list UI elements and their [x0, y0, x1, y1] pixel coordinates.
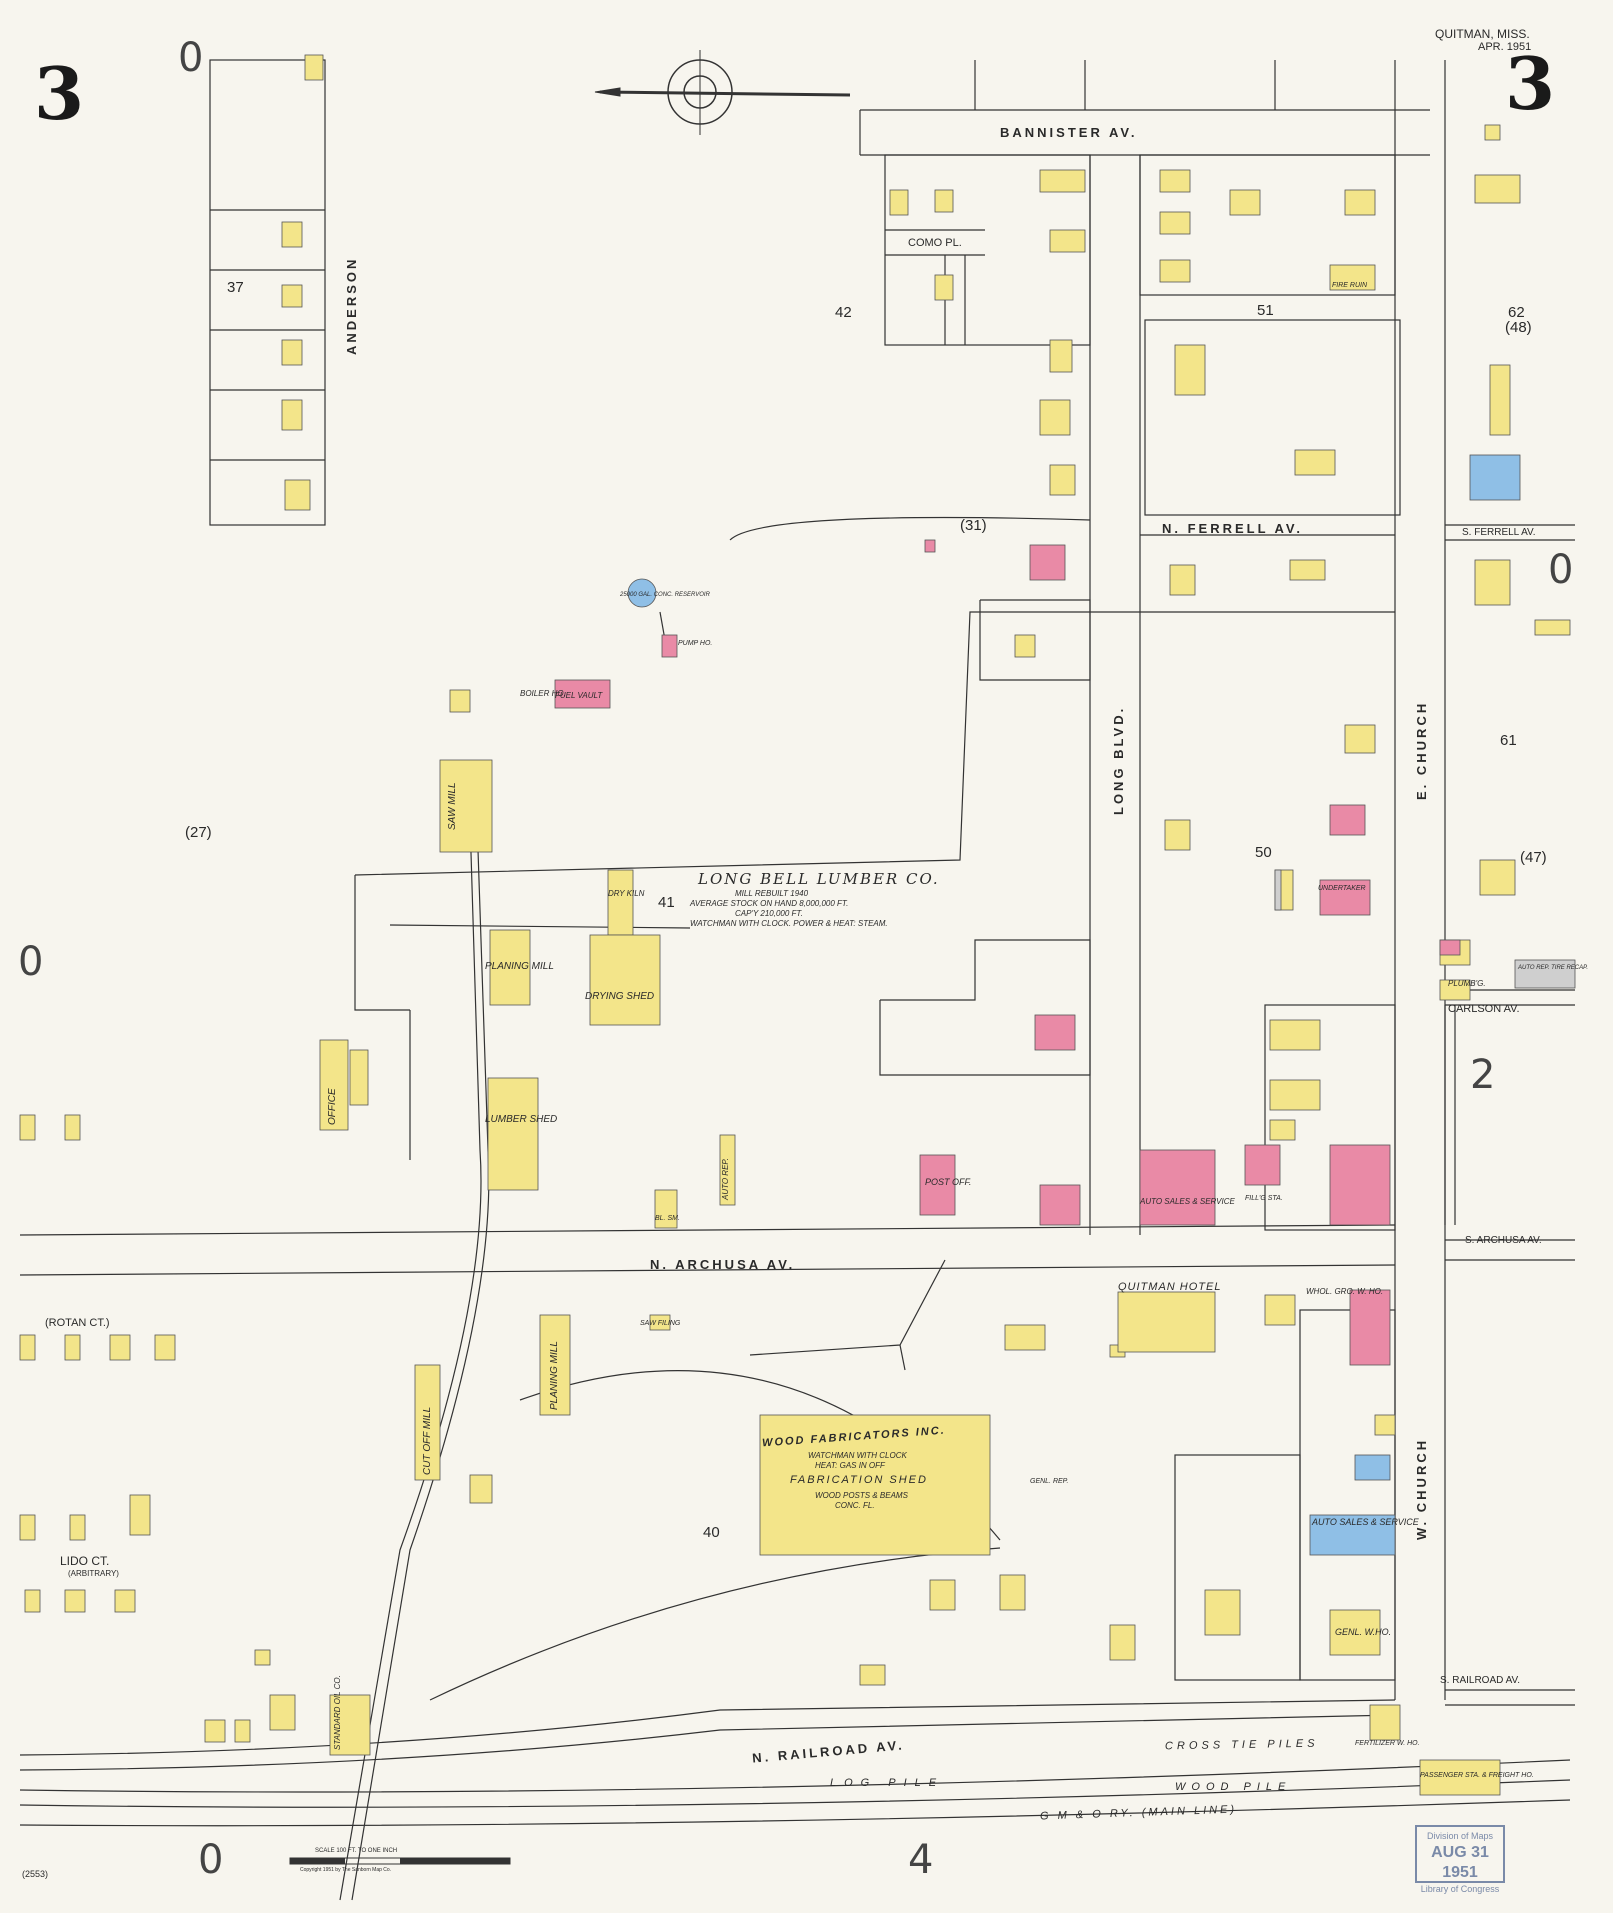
adjacent-sheet-right: 2 — [1470, 1052, 1496, 1098]
wood-fab-line: WATCHMAN WITH CLOCK — [808, 1451, 907, 1460]
block-number: (27) — [185, 824, 212, 841]
building-saw-mill: SAW MILL — [447, 782, 458, 830]
adjacent-sheet-right-top: 0 — [1548, 547, 1574, 593]
block-number: 42 — [835, 304, 852, 321]
building-planing-mill-2: PLANING MILL — [549, 1341, 560, 1410]
adjacent-sheet-top: 0 — [178, 35, 204, 81]
street-lido-sub: (ARBITRARY) — [68, 1569, 119, 1578]
log-pile-label: LOG PILE — [830, 1777, 945, 1789]
building-genl-wh: GENL. W.HO. — [1335, 1627, 1392, 1637]
stamp-line: Division of Maps — [1426, 1831, 1494, 1841]
building-planing-mill: PLANING MILL — [485, 961, 554, 972]
sheet-number-left: 3 — [34, 51, 85, 136]
street-bannister: BANNISTER AV. — [1000, 125, 1138, 140]
compass-rose-icon — [594, 50, 851, 135]
block-number: (31) — [960, 517, 987, 534]
building-drying-shed: DRYING SHED — [585, 991, 655, 1002]
building-auto-rep-2: AUTO REP. TIRE RECAP. — [1518, 965, 1589, 971]
street-anderson: ANDERSON — [344, 256, 359, 355]
adjacent-sheet-left: 0 — [18, 939, 44, 985]
copyright: Copyright 1951 by The Sanborn Map Co. — [300, 1867, 392, 1873]
building-standard-oil: STANDARD OIL CO. — [333, 1675, 342, 1750]
date-title: APR. 1951 — [1478, 41, 1532, 53]
building-fertilizer: FERTILIZER W. HO. — [1355, 1740, 1420, 1747]
stamp-date: AUG 31 1951 — [1431, 1843, 1489, 1882]
block-number: 37 — [227, 279, 244, 296]
misc-buildings — [1274, 869, 1576, 989]
wood-fab-line: WOOD POSTS & BEAMS — [815, 1491, 908, 1500]
street-rotan: (ROTAN CT.) — [45, 1317, 110, 1329]
street-lido: LIDO CT. — [60, 1554, 110, 1568]
building-fuel: FUEL VAULT — [555, 691, 603, 700]
wood-fab-line: HEAT: GAS IN OFF — [815, 1461, 885, 1470]
street-n-ferrell: N. FERRELL AV. — [1162, 521, 1303, 536]
building-whol-gro: WHOL. GRO. W. HO. — [1306, 1287, 1384, 1296]
frame-buildings — [19, 54, 1571, 1796]
company-line: MILL REBUILT 1940 — [735, 889, 809, 898]
street-lines — [19, 59, 1575, 1901]
building-cut-off-mill: CUT OFF MILL — [422, 1406, 433, 1475]
block-number: 41 — [658, 894, 675, 911]
block-number: (48) — [1505, 319, 1532, 336]
building-office: OFFICE — [327, 1088, 338, 1125]
building-blacksmith: BL. SM. — [655, 1215, 680, 1222]
block-number: 50 — [1255, 844, 1272, 861]
adjacent-sheet-bottom: 4 — [908, 1837, 934, 1883]
block-number: 51 — [1257, 302, 1274, 319]
street-s-archusa: S. ARCHUSA AV. — [1465, 1235, 1542, 1246]
building-undertaker: UNDERTAKER — [1318, 885, 1366, 892]
building-lumber-shed: LUMBER SHED — [485, 1114, 558, 1125]
company-line: CAP'Y 210,000 FT. — [735, 909, 803, 918]
company-line: WATCHMAN WITH CLOCK. POWER & HEAT: STEAM… — [690, 919, 888, 928]
street-long-blvd: LONG BLVD. — [1111, 705, 1126, 815]
building-genl-rep: GENL. REP. — [1030, 1478, 1069, 1485]
wood-pile-label: WOOD PILE — [1175, 1781, 1292, 1793]
building-saw-filing: SAW FILING — [640, 1320, 681, 1327]
building-filling-station: FILL'G STA. — [1245, 1195, 1283, 1202]
building-quitman-hotel: QUITMAN HOTEL — [1118, 1281, 1222, 1293]
block-number: 61 — [1500, 732, 1517, 749]
company-name: LONG BELL LUMBER CO. — [698, 870, 940, 888]
adjacent-sheet-bottom-left: 0 — [198, 1837, 224, 1883]
wood-fab-line: CONC. FL. — [835, 1501, 875, 1510]
building-plumbing: PLUMB'G. — [1448, 979, 1486, 988]
building-passenger-station: PASSENGER STA. & FREIGHT HO. — [1420, 1772, 1534, 1779]
building-dry-kiln: DRY KILN — [608, 889, 645, 898]
building-auto-sales: AUTO SALES & SERVICE — [1140, 1197, 1235, 1206]
street-s-railroad: S. RAILROAD AV. — [1440, 1675, 1521, 1686]
building-fire-ruin: FIRE RUIN — [1332, 282, 1367, 289]
building-boiler: BOILER HO. — [520, 689, 566, 698]
street-s-ferrell: S. FERRELL AV. — [1462, 527, 1536, 538]
street-n-archusa: N. ARCHUSA AV. — [650, 1257, 796, 1272]
scale-label: SCALE 100 FT. TO ONE INCH — [315, 1848, 398, 1854]
building-post-office: POST OFF. — [925, 1177, 972, 1187]
brick-buildings — [554, 539, 1461, 1366]
street-e-church: E. CHURCH — [1414, 700, 1429, 800]
company-line: AVERAGE STOCK ON HAND 8,000,000 FT. — [690, 899, 849, 908]
sheet-number-right: 3 — [1505, 41, 1556, 126]
building-auto-sales-2: AUTO SALES & SERVICE — [1312, 1517, 1419, 1527]
wood-fab-shed: FABRICATION SHED — [790, 1474, 928, 1486]
place-title: QUITMAN, MISS. — [1435, 27, 1530, 41]
stone-buildings — [627, 454, 1521, 1556]
block-number: (47) — [1520, 849, 1547, 866]
corner-number: (2553) — [22, 1869, 49, 1879]
block-number: 40 — [703, 1524, 720, 1541]
street-como: COMO PL. — [908, 237, 962, 249]
building-reservoir: 25000 GAL. CONC. RESERVOIR — [620, 592, 710, 598]
stamp-line: Library of Congress — [1420, 1884, 1500, 1895]
scale-bar — [289, 1857, 511, 1865]
block-number: 62 — [1508, 304, 1525, 321]
library-stamp: Division of Maps AUG 31 1951 Library of … — [1415, 1825, 1505, 1894]
street-carlson: CARLSON AV. — [1448, 1003, 1520, 1015]
building-pump: PUMP HO. — [678, 640, 713, 647]
building-auto-rep: AUTO REP. — [721, 1158, 730, 1200]
